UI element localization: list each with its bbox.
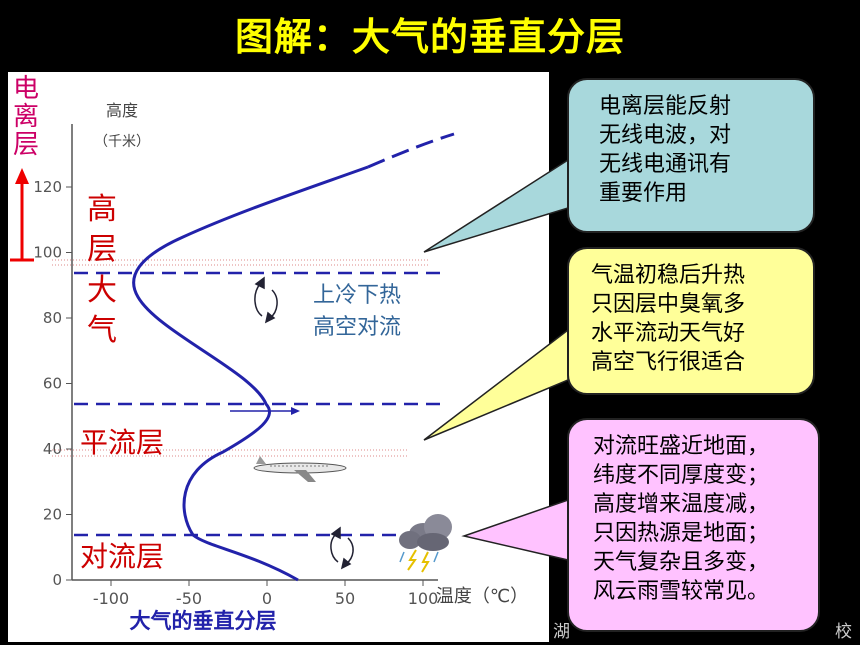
- y-tick-label: 120: [33, 178, 62, 196]
- callout-line: 无线电波，对: [599, 123, 732, 148]
- dotted-guides: [52, 259, 428, 457]
- callout-line: 只因层中臭氧多: [591, 292, 746, 317]
- y-tick-label: 0: [52, 571, 62, 589]
- atmosphere-diagram: 电离层 高度 （千米） 0 20 40 60 80 100 120 -100 -50 0 50 10…: [10, 74, 528, 633]
- layer-stratosphere-label: 平流层: [80, 426, 164, 459]
- svg-text:高: 高: [87, 192, 117, 227]
- convection-swirl-icon: [330, 526, 354, 570]
- x-tick-label: 100: [408, 589, 439, 608]
- y-tick-label: 80: [43, 309, 62, 327]
- y-tick-label: 100: [33, 244, 62, 262]
- layer-troposphere-label: 对流层: [80, 540, 164, 573]
- temperature-curve: [132, 165, 369, 582]
- diagram-caption: 大气的垂直分层: [130, 609, 277, 633]
- diagram-panel: 电离层 高度 （千米） 0 20 40 60 80 100 120 -100 -50 0 50 10…: [8, 72, 549, 642]
- x-axis-label: 温度（℃）: [436, 586, 528, 607]
- callout-line: 电离层能反射: [599, 94, 732, 119]
- ionosphere-label: 电离层: [13, 74, 39, 160]
- callout-ionosphere: 电离层能反射 无线电波，对 无线电通讯有 重要作用: [567, 78, 815, 233]
- x-tick-label: -50: [176, 589, 202, 608]
- airplane-icon: [253, 456, 347, 482]
- x-tick-label: 50: [335, 589, 355, 608]
- y-tick-label: 40: [43, 440, 62, 458]
- altitude-unit: （千米）: [94, 134, 150, 150]
- callout-line: 高度增来温度减，: [593, 492, 770, 517]
- callout-line: 重要作用: [599, 181, 688, 206]
- layer-high-label: 高 层 大 气: [87, 192, 117, 348]
- svg-text:层: 层: [87, 232, 117, 267]
- svg-text:气: 气: [87, 313, 117, 348]
- callout-troposphere: 对流旺盛近地面， 纬度不同厚度变； 高度增来温度减， 只因热源是地面； 天气复杂…: [567, 418, 820, 632]
- x-tick-group: -100 -50 0 50 100: [93, 580, 438, 608]
- convection-swirl-icon: [254, 276, 278, 324]
- callout-line: 水平流动天气好: [591, 321, 746, 346]
- horizontal-flow-arrow: [230, 407, 300, 415]
- y-tick-group: 0 20 40 60 80 100 120: [33, 178, 72, 589]
- y-tick-label: 60: [43, 375, 62, 393]
- layer-boundaries: [74, 271, 440, 537]
- svg-text:大: 大: [87, 273, 117, 308]
- y-tick-label: 20: [43, 506, 62, 524]
- footer-right-text: 校: [835, 622, 852, 642]
- callout-line: 无线电通讯有: [599, 152, 732, 177]
- mesosphere-note-line1: 上冷下热: [313, 283, 401, 308]
- storm-cloud-icon: [399, 514, 452, 573]
- callout-stratosphere: 气温初稳后升热 只因层中臭氧多 水平流动天气好 高空飞行很适合: [567, 247, 815, 395]
- callout-line: 高空飞行很适合: [591, 350, 746, 375]
- callout-line: 天气复杂且多变，: [593, 550, 770, 575]
- x-tick-label: -100: [93, 589, 129, 608]
- callout-line: 对流旺盛近地面，: [593, 434, 770, 459]
- x-tick-label: 0: [262, 589, 272, 608]
- mesosphere-note-line2: 高空对流: [313, 315, 401, 340]
- callout-line: 风云雨雪较常见。: [593, 579, 770, 604]
- temperature-curve-dashed: [367, 132, 455, 169]
- page-title: 图解：大气的垂直分层: [234, 15, 625, 59]
- ionosphere-arrow: [10, 168, 34, 262]
- footer-left-text: 湖: [553, 622, 570, 642]
- callout-line: 气温初稳后升热: [591, 263, 746, 288]
- callout-line: 纬度不同厚度变；: [593, 463, 770, 488]
- altitude-label: 高度: [106, 101, 138, 120]
- callout-line: 只因热源是地面；: [593, 521, 770, 546]
